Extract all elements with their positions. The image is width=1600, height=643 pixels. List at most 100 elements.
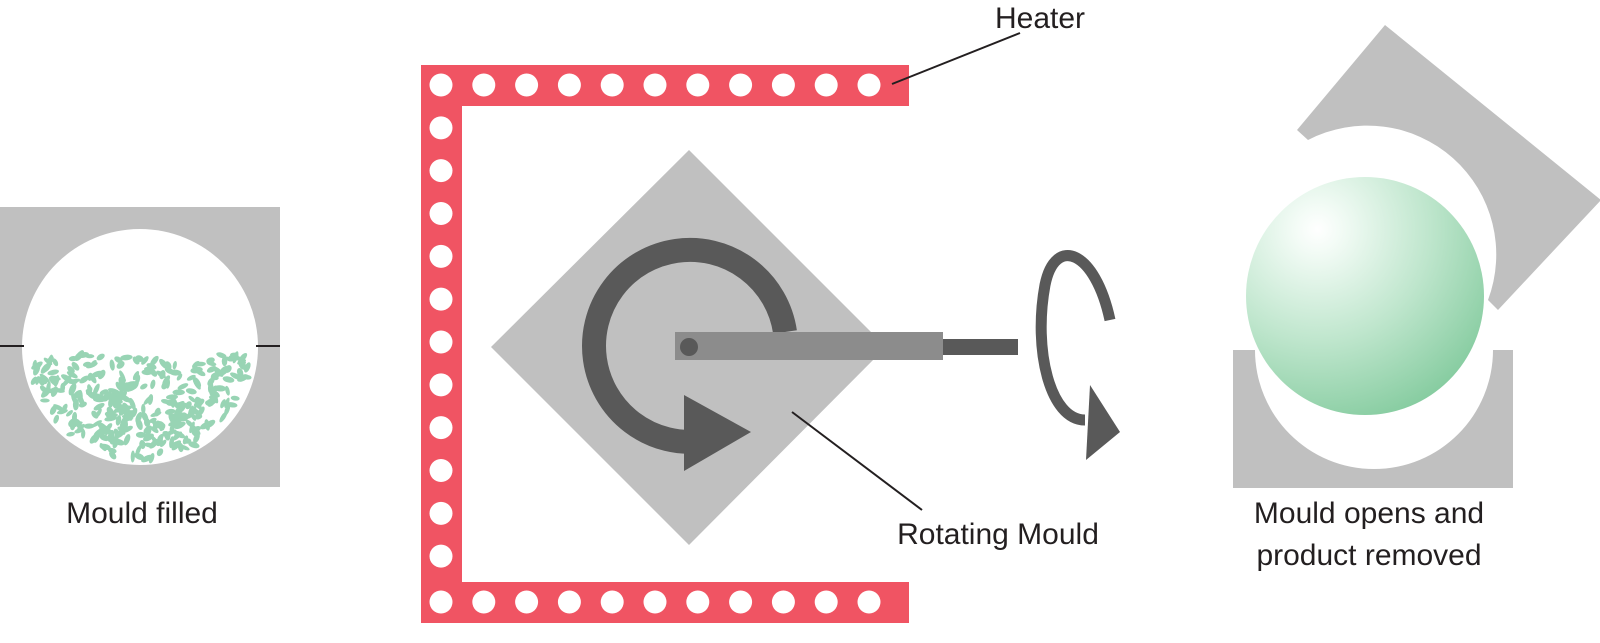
powder-particle xyxy=(66,371,78,379)
powder-particle xyxy=(53,404,65,412)
heater-hole xyxy=(771,73,795,97)
powder-particle xyxy=(164,361,172,370)
powder-particle xyxy=(38,377,45,386)
powder-particle xyxy=(166,394,178,400)
powder-particle xyxy=(66,431,75,437)
powder-particle xyxy=(188,395,196,403)
heater-hole xyxy=(771,590,795,614)
powder-particle xyxy=(39,385,48,394)
powder-particle xyxy=(109,436,117,445)
powder-particle xyxy=(149,417,157,423)
powder-particle xyxy=(114,356,123,364)
axis-rotation-arc xyxy=(1035,250,1116,426)
powder-particle xyxy=(222,376,235,383)
label-mould-opens-line1: Mould opens and xyxy=(1254,497,1484,530)
powder-particle xyxy=(61,377,71,387)
powder-particle xyxy=(39,373,50,383)
powder-particle xyxy=(154,407,161,417)
powder-particle xyxy=(78,401,87,408)
label-rotating-mould: Rotating Mould xyxy=(897,518,1099,551)
label-mould-filled: Mould filled xyxy=(66,497,218,530)
powder-particle xyxy=(47,355,54,364)
powder-particle xyxy=(133,452,145,461)
heater-hole xyxy=(643,73,667,97)
heater-hole xyxy=(600,73,624,97)
powder-particle xyxy=(109,451,117,460)
heater-hole xyxy=(557,590,581,614)
powder-particle xyxy=(99,389,109,396)
powder-particle xyxy=(30,376,38,385)
powder-particle xyxy=(116,404,126,413)
powder-particle xyxy=(172,360,177,370)
powder-particle xyxy=(120,354,133,361)
heater-holes xyxy=(429,73,881,614)
powder-particle xyxy=(92,383,100,396)
heater-hole xyxy=(515,590,539,614)
heater-hole xyxy=(429,287,453,311)
powder-particle xyxy=(125,410,135,417)
mould-pivot xyxy=(680,338,698,356)
powder-particle xyxy=(74,428,85,434)
powder-particle xyxy=(146,363,157,370)
powder-particle xyxy=(53,375,60,387)
powder-particle xyxy=(40,363,50,374)
axis-rotation-arrow xyxy=(1035,250,1120,460)
powder-particle xyxy=(68,417,78,426)
powder-particle xyxy=(132,371,140,381)
powder-particle xyxy=(47,369,59,376)
powder-particle xyxy=(79,375,90,384)
powder-particle xyxy=(224,365,232,373)
powder-particle xyxy=(193,379,201,390)
powder-particle xyxy=(171,411,184,419)
rotation-arrow-head xyxy=(684,395,751,471)
powder-particle xyxy=(224,404,231,416)
powder-particle xyxy=(141,356,149,365)
powder-particle xyxy=(181,412,189,421)
powder-particle xyxy=(171,440,182,451)
powder-particle xyxy=(130,450,135,463)
powder-particle xyxy=(135,418,143,430)
powder-particle xyxy=(196,369,206,377)
moulded-product xyxy=(1246,177,1484,415)
mould-upper-half xyxy=(1297,25,1600,310)
powder-particle xyxy=(118,408,126,416)
powder-particle xyxy=(87,372,93,381)
powder-particle xyxy=(99,443,111,451)
powder-particle xyxy=(97,422,108,431)
powder-particle xyxy=(150,355,159,366)
powder-particle xyxy=(236,368,244,377)
powder-particle xyxy=(200,421,211,430)
powder-particle xyxy=(126,384,136,392)
heater-hole xyxy=(686,73,710,97)
powder-particle xyxy=(135,431,146,438)
opened-mould xyxy=(1233,25,1600,488)
heater-hole xyxy=(429,373,453,397)
heater-hole xyxy=(429,590,453,614)
powder-particle xyxy=(149,368,158,377)
powder-particle xyxy=(103,390,112,399)
powder-particle xyxy=(156,448,164,457)
powder-particle xyxy=(191,430,200,438)
powder-particle xyxy=(194,361,206,367)
filled-mould xyxy=(0,207,280,487)
powder-particle xyxy=(214,385,227,392)
powder-particle xyxy=(105,423,113,431)
powder-particle xyxy=(95,408,102,418)
heater-hole xyxy=(429,501,453,525)
axis-rotation-arrow-head xyxy=(1086,385,1120,460)
powder-particle xyxy=(68,383,77,396)
powder-particle xyxy=(150,379,156,390)
powder-particle xyxy=(89,433,99,444)
powder-particle xyxy=(149,438,159,449)
powder-particle xyxy=(99,434,110,442)
powder-particle xyxy=(141,403,146,414)
powder-particle xyxy=(207,381,214,394)
heater-hole xyxy=(814,590,838,614)
heater-hole xyxy=(429,202,453,226)
powder-particle xyxy=(225,385,230,396)
powder-particle xyxy=(71,361,80,371)
powder-particle xyxy=(125,381,138,387)
powder-particle xyxy=(53,414,60,424)
powder-particle xyxy=(237,374,249,382)
